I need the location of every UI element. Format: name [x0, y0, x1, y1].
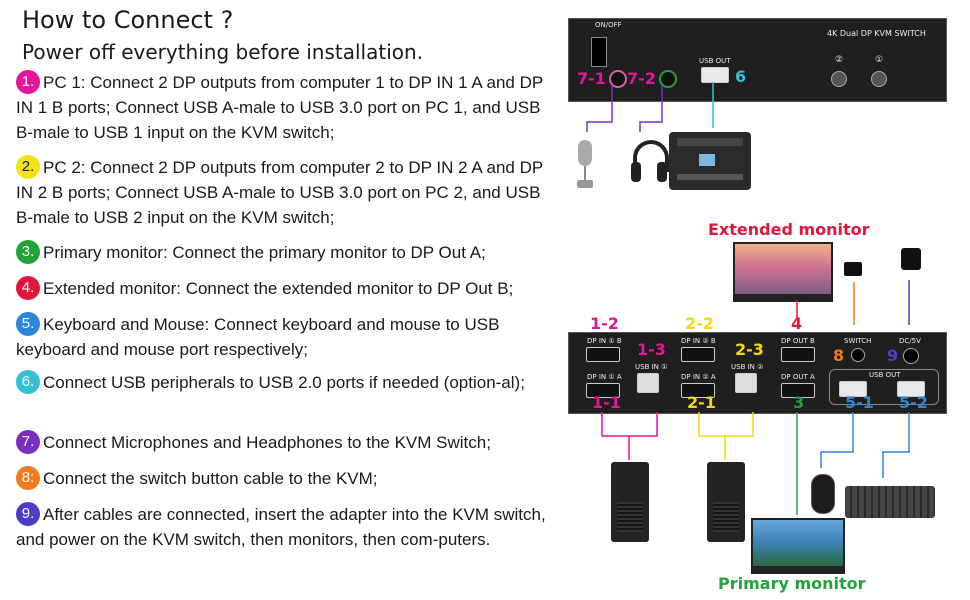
callout-2-1: 2-1 [687, 393, 716, 412]
page-title: How to Connect ? [22, 6, 234, 34]
step-9-text: After cables are connected, insert the a… [16, 505, 546, 549]
model-label: 4K Dual DP KVM SWITCH [827, 29, 926, 38]
callout-4: 4 [791, 314, 803, 333]
step-1: 1.PC 1: Connect 2 DP outputs from comput… [16, 70, 561, 145]
kvm-front-panel: ON/OFF 4K Dual DP KVM SWITCH USB OUT ② ①… [568, 18, 947, 102]
rear-cables [601, 280, 910, 515]
step-5: 5.Keyboard and Mouse: Connect keyboard a… [16, 312, 561, 362]
headphones-icon [631, 140, 669, 184]
dp-in-1a-port[interactable] [586, 383, 620, 398]
dp-in-2a-port[interactable] [681, 383, 715, 398]
switch-port[interactable] [851, 348, 865, 362]
keyboard-icon [845, 486, 935, 518]
pc-2-tower-icon [707, 462, 745, 542]
dp-in-2b-label: DP IN ② B [681, 337, 716, 345]
step-9-badge: 9. [16, 502, 40, 526]
page-subtitle: Power off everything before installation… [22, 40, 424, 64]
callout-8: 8 [833, 346, 845, 365]
power-switch[interactable] [591, 37, 607, 67]
usb-out-rear-port-2[interactable] [897, 381, 925, 397]
pc-1-tower-icon [611, 462, 649, 542]
step-6-badge: 6. [16, 370, 40, 394]
primary-monitor-icon [751, 518, 845, 574]
step-3: 3.Primary monitor: Connect the primary m… [16, 240, 561, 265]
callout-5-2: 5-2 [899, 393, 928, 412]
step-4-text: Extended monitor: Connect the extended m… [43, 279, 514, 298]
onoff-label: ON/OFF [595, 21, 622, 29]
step-3-text: Primary monitor: Connect the primary mon… [43, 243, 486, 262]
step-2-text: PC 2: Connect 2 DP outputs from computer… [16, 158, 543, 227]
step-4-badge: 4. [16, 276, 40, 300]
usb-in-1-label: USB IN ① [635, 363, 668, 371]
step-1-badge: 1. [16, 70, 40, 94]
select-button-2[interactable] [831, 71, 847, 87]
dp-in-2b-port[interactable] [681, 347, 715, 362]
callout-5-1: 5-1 [845, 393, 874, 412]
button-1-label: ① [875, 55, 884, 65]
step-8-text: Connect the switch button cable to the K… [43, 469, 378, 488]
dp-in-2a-label: DP IN ② A [681, 373, 716, 381]
step-2-badge: 2. [16, 155, 40, 179]
label-6: 6 [735, 67, 747, 86]
callout-9: 9 [887, 346, 899, 365]
kvm-rear-panel: DP IN ① B DP IN ② B DP OUT B SWITCH DC/5… [568, 332, 947, 414]
dp-in-1a-label: DP IN ① A [587, 373, 622, 381]
usb-in-1-port[interactable] [637, 373, 659, 393]
callout-1-2: 1-2 [590, 314, 619, 333]
label-7-1: 7-1 [577, 69, 606, 88]
microphone-icon [575, 140, 595, 190]
dp-out-a-label: DP OUT A [781, 373, 815, 381]
dc5v-port[interactable] [903, 348, 919, 364]
step-9: 9.After cables are connected, insert the… [16, 502, 561, 552]
usb-out-front-port[interactable] [701, 67, 729, 83]
power-adapter-icon [901, 248, 921, 270]
callout-2-3: 2-3 [735, 340, 764, 359]
mouse-icon [811, 474, 835, 514]
dp-in-1b-label: DP IN ① B [587, 337, 622, 345]
step-4: 4.Extended monitor: Connect the extended… [16, 276, 561, 301]
headphone-jack[interactable] [659, 70, 677, 88]
step-7: 7.Connect Microphones and Headphones to … [16, 430, 561, 455]
step-5-text: Keyboard and Mouse: Connect keyboard and… [16, 315, 500, 359]
dp-in-1b-port[interactable] [586, 347, 620, 362]
step-6-text: Connect USB peripherals to USB 2.0 ports… [43, 373, 525, 392]
switch-button-accessory-icon [844, 262, 862, 276]
primary-monitor-label: Primary monitor [718, 574, 866, 593]
step-6: 6.Connect USB peripherals to USB 2.0 por… [16, 370, 561, 395]
label-7-2: 7-2 [627, 69, 656, 88]
mic-jack[interactable] [609, 70, 627, 88]
step-7-badge: 7. [16, 430, 40, 454]
step-8: 8:Connect the switch button cable to the… [16, 466, 561, 491]
step-7-text: Connect Microphones and Headphones to th… [43, 433, 491, 452]
usb-out-rear-port-1[interactable] [839, 381, 867, 397]
dp-out-a-port[interactable] [781, 383, 815, 398]
callout-1-1: 1-1 [592, 393, 621, 412]
diagram: ON/OFF 4K Dual DP KVM SWITCH USB OUT ② ①… [565, 0, 970, 600]
step-2: 2.PC 2: Connect 2 DP outputs from comput… [16, 155, 561, 230]
select-button-1[interactable] [871, 71, 887, 87]
usb-out-rear-box [829, 369, 939, 405]
button-2-label: ② [835, 55, 844, 65]
front-cables [586, 82, 714, 132]
dp-out-b-label: DP OUT B [781, 337, 815, 345]
step-5-badge: 5. [16, 312, 40, 336]
extended-monitor-icon [733, 242, 833, 302]
usb-in-2-label: USB IN ② [731, 363, 764, 371]
callout-3: 3 [793, 393, 805, 412]
usb-out-front-label: USB OUT [699, 57, 731, 65]
printer-icon [669, 132, 751, 190]
dp-out-b-port[interactable] [781, 347, 815, 362]
usb-in-2-port[interactable] [735, 373, 757, 393]
callout-2-2: 2-2 [685, 314, 714, 333]
step-1-text: PC 1: Connect 2 DP outputs from computer… [16, 73, 543, 142]
usb-out-rear-label: USB OUT [869, 371, 901, 379]
step-8-badge: 8: [16, 466, 40, 490]
callout-1-3: 1-3 [637, 340, 666, 359]
extended-monitor-label: Extended monitor [708, 220, 870, 239]
dc5v-label: DC/5V [899, 337, 921, 345]
switch-label: SWITCH [844, 337, 872, 345]
step-3-badge: 3. [16, 240, 40, 264]
